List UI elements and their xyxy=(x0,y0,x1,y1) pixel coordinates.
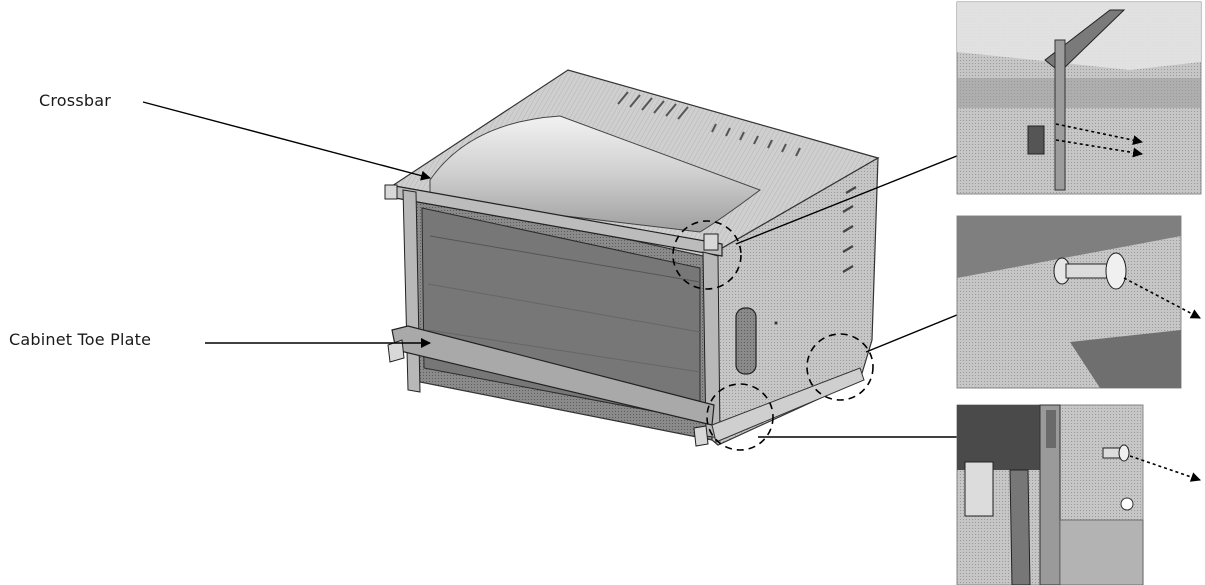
detail-circle-toe xyxy=(706,383,774,451)
top-vent-slots xyxy=(617,91,801,157)
screw-icon xyxy=(1102,444,1130,462)
detail-circles xyxy=(672,220,874,451)
side-handle-slot xyxy=(735,307,757,375)
dotted-arrow-3 xyxy=(1129,455,1201,482)
side-vent-slots xyxy=(842,186,857,273)
crossbar-label: Crossbar xyxy=(39,91,111,110)
dotted-arrow-1a xyxy=(1055,123,1143,146)
detail-circle-side xyxy=(806,333,874,401)
dotted-arrow-2 xyxy=(1123,277,1201,319)
dotted-arrow-1b xyxy=(1055,139,1143,158)
cabinet-illustration xyxy=(384,69,880,447)
crossbar-arrow xyxy=(142,101,431,181)
inset-side-screw-detail xyxy=(956,215,1201,389)
roller-drum xyxy=(429,115,762,233)
detail-circle-crossbar xyxy=(672,220,742,290)
toe-plate-label: Cabinet Toe Plate xyxy=(9,330,152,349)
inset-toe-plate-detail xyxy=(956,404,1201,585)
inset-crossbar-detail xyxy=(956,1,1202,195)
screw-icon xyxy=(1053,252,1127,290)
